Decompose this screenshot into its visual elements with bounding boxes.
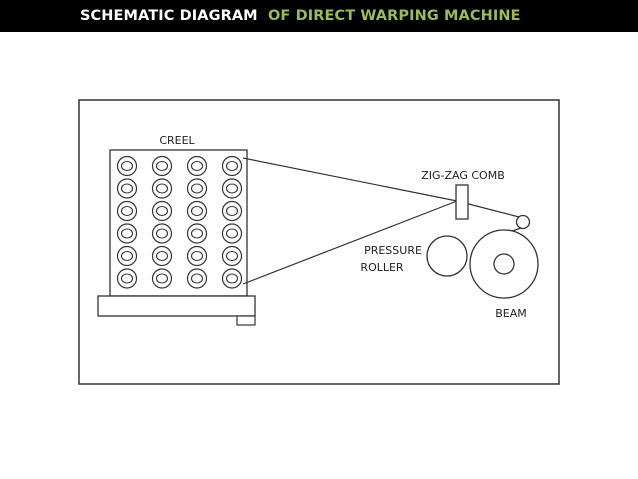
creel-package-core xyxy=(155,205,169,217)
yarn-line-top xyxy=(242,157,458,202)
creel-package-core xyxy=(120,160,134,172)
creel-package-core xyxy=(225,205,239,217)
creel-package-core xyxy=(155,228,169,239)
pressure-roller xyxy=(426,235,468,277)
creel-package-core xyxy=(120,250,134,262)
creel-package-core xyxy=(190,205,204,217)
creel-package-core xyxy=(190,160,204,172)
slide-title: SCHEMATIC DIAGRAM OF DIRECT WARPING MACH… xyxy=(80,6,521,26)
diagram-frame xyxy=(78,99,560,385)
creel-package-core xyxy=(155,273,169,284)
creel-package-core xyxy=(155,160,169,172)
creel-package-core xyxy=(190,250,204,262)
creel-package-core xyxy=(120,205,134,217)
creel-base-foot xyxy=(236,315,256,326)
creel-package-core xyxy=(225,183,239,194)
creel-package-core xyxy=(120,273,134,284)
pressure-roller-label-line1: PRESSURE xyxy=(364,244,422,257)
creel-package-core xyxy=(120,183,134,194)
warp-beam-core xyxy=(493,253,515,275)
creel-package-core xyxy=(225,250,239,262)
creel-package-core xyxy=(190,273,204,284)
zig-zag-comb xyxy=(455,184,469,220)
title-part-schematic: SCHEMATIC DIAGRAM xyxy=(80,8,258,24)
creel-package-core xyxy=(155,250,169,262)
title-bar: SCHEMATIC DIAGRAM OF DIRECT WARPING MACH… xyxy=(0,0,638,32)
zig-zag-comb-label: ZIG-ZAG COMB xyxy=(421,169,505,182)
creel-package-core xyxy=(155,183,169,194)
pressure-roller-label-line2: ROLLER xyxy=(360,261,404,274)
creel-package-core xyxy=(190,183,204,194)
title-part-machine: OF DIRECT WARPING MACHINE xyxy=(268,8,521,24)
creel-package-core xyxy=(225,160,239,172)
guide-roller xyxy=(515,214,531,230)
creel-package-core xyxy=(190,228,204,239)
beam-label: BEAM xyxy=(495,307,527,320)
creel-base xyxy=(97,295,256,317)
creel-packages xyxy=(116,155,243,289)
creel-package-core xyxy=(225,273,239,284)
creel-label: CREEL xyxy=(159,134,195,147)
yarn-line-bottom xyxy=(242,200,458,285)
creel-package-core xyxy=(225,228,239,239)
creel-package-core xyxy=(120,228,134,239)
